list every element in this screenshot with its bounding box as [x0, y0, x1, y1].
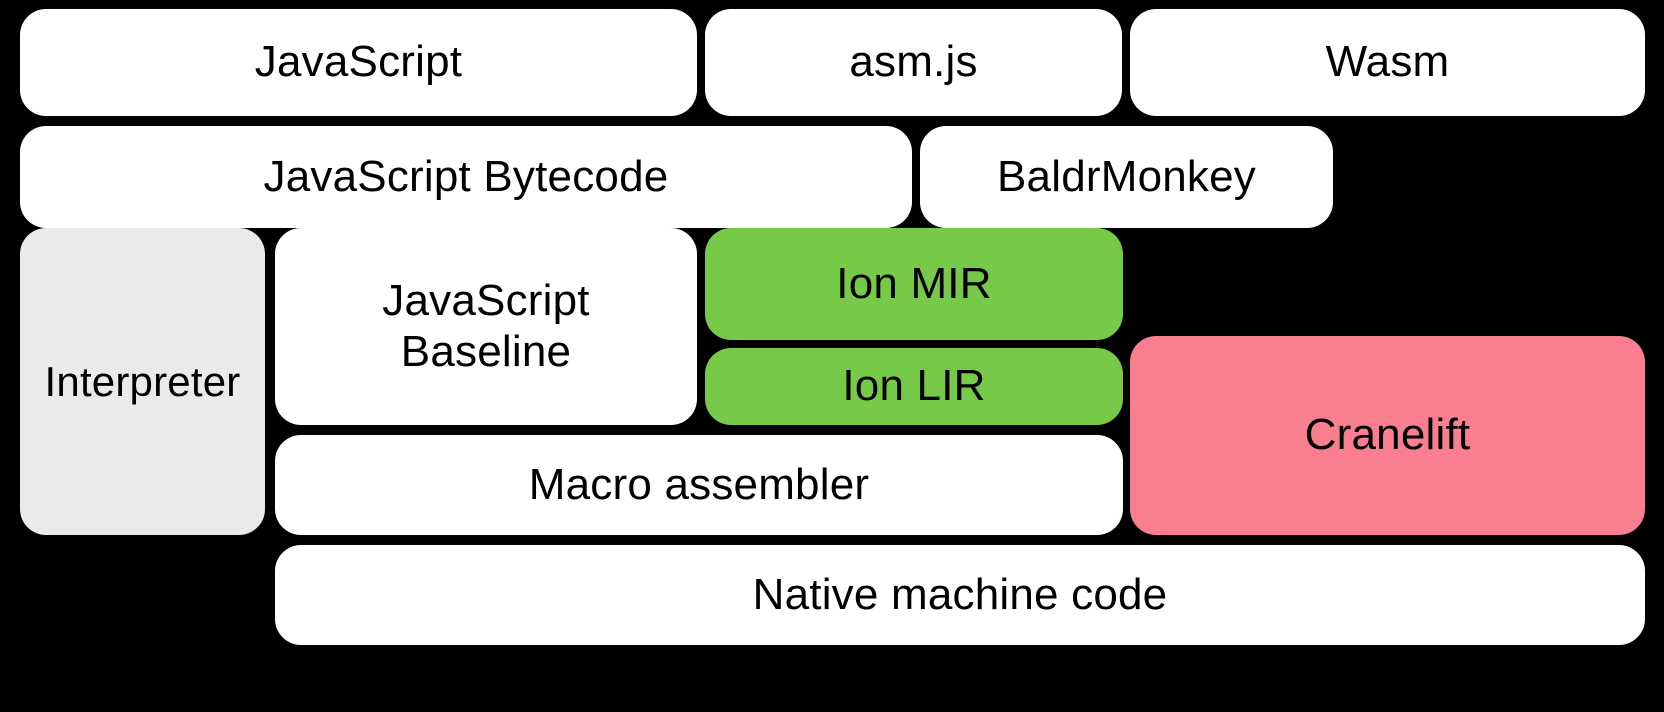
node-native-machine-code: Native machine code: [275, 545, 1645, 645]
node-interpreter: Interpreter: [20, 228, 265, 535]
node-wasm: Wasm: [1130, 9, 1645, 116]
node-baldrmonkey: BaldrMonkey: [920, 126, 1333, 228]
node-cranelift: Cranelift: [1130, 336, 1645, 535]
node-ion-mir: Ion MIR: [705, 228, 1123, 340]
node-javascript-bytecode: JavaScript Bytecode: [20, 126, 912, 228]
node-javascript: JavaScript: [20, 9, 697, 116]
node-macro-assembler: Macro assembler: [275, 435, 1123, 535]
node-javascript-baseline: JavaScript Baseline: [275, 228, 697, 425]
node-asmjs: asm.js: [705, 9, 1122, 116]
node-ion-lir: Ion LIR: [705, 348, 1123, 425]
